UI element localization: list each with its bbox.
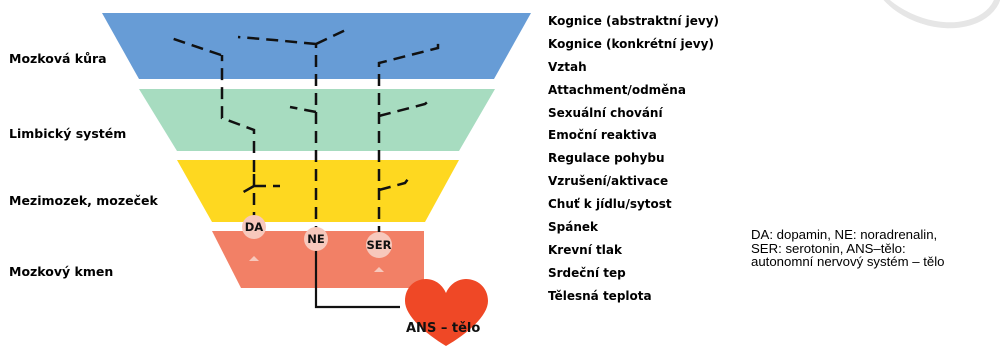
function-item: Spánek xyxy=(548,220,598,235)
serotonin-pathway xyxy=(377,38,440,238)
ser-nucleus xyxy=(366,232,392,258)
layer-label-limbic: Limbický systém xyxy=(9,126,127,141)
function-item: Attachment/odměna xyxy=(548,82,686,97)
function-item: Tělesná teplota xyxy=(548,288,652,303)
function-item: Vztah xyxy=(548,59,587,74)
function-item: Vzrušení/aktivace xyxy=(548,174,669,189)
ser-label: SER xyxy=(367,238,392,252)
function-item: Chuť k jídlu/sytost xyxy=(548,197,672,212)
function-item: Srdeční tep xyxy=(548,265,626,280)
function-item: Krevní tlak xyxy=(548,242,622,257)
function-item: Regulace pohybu xyxy=(548,151,665,166)
function-item: Kognice (konkrétní jevy) xyxy=(548,36,714,51)
ne-nucleus xyxy=(304,227,328,251)
function-item: Kognice (abstraktní jevy) xyxy=(548,14,720,28)
legend-line: autonomní nervový systém – tělo xyxy=(751,254,945,269)
dopamine-pathway xyxy=(167,35,280,224)
ser-up-arrow xyxy=(374,267,384,272)
ne-label: NE xyxy=(307,232,325,246)
function-list: Kognice (abstraktní jevy) Kognice (konkr… xyxy=(548,12,719,310)
da-up-arrow xyxy=(249,256,259,261)
norepinephrine-pathway xyxy=(237,26,351,238)
layer-label-brainstem: Mozkový kmen xyxy=(9,264,114,279)
heart-shape xyxy=(405,279,488,346)
layer-label-diencephalon: Mezimozek, mozeček xyxy=(9,193,158,208)
layer-diencephalon xyxy=(177,160,459,222)
function-item: Sexuální chování xyxy=(548,105,663,120)
ne-to-ans-line xyxy=(314,250,400,309)
legend-line: DA: dopamin, NE: noradrenalin, xyxy=(751,227,938,242)
layer-label-cortex: Mozková kůra xyxy=(9,51,107,66)
heart-label: ANS – tělo xyxy=(406,321,480,336)
abbreviation-legend: DA: dopamin, NE: noradrenalin, SER: sero… xyxy=(751,228,996,269)
function-item: Emoční reaktiva xyxy=(548,128,657,143)
legend-line: SER: serotonin, ANS–tělo: xyxy=(751,240,906,256)
da-label: DA xyxy=(245,220,264,234)
da-nucleus xyxy=(242,215,266,239)
